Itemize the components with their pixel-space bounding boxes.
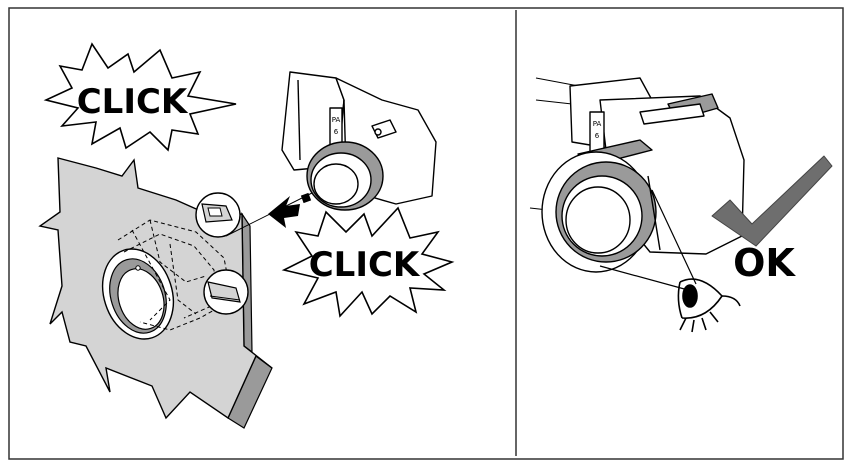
- click-burst-bottom: CLICK: [284, 208, 452, 316]
- svg-text:6: 6: [595, 132, 600, 140]
- left-panel: CLICK: [40, 44, 452, 428]
- magnifier-circle-icon: [204, 270, 248, 314]
- svg-text:6: 6: [334, 128, 339, 136]
- arrow-icon: [226, 187, 323, 236]
- parking-sensor-installed: PA 6: [542, 78, 744, 272]
- right-panel: PA 6 OK: [530, 78, 832, 332]
- click-burst-top: CLICK: [46, 44, 236, 150]
- ok-label: OK: [733, 241, 796, 285]
- parking-sensor: PA 6: [282, 72, 436, 210]
- svg-text:PA: PA: [593, 120, 602, 128]
- click-label-top: CLICK: [77, 82, 189, 122]
- magnifier-circle-icon: [196, 193, 240, 237]
- eye-icon: [678, 279, 740, 332]
- svg-text:PA: PA: [332, 116, 341, 124]
- click-label-bottom: CLICK: [309, 245, 421, 285]
